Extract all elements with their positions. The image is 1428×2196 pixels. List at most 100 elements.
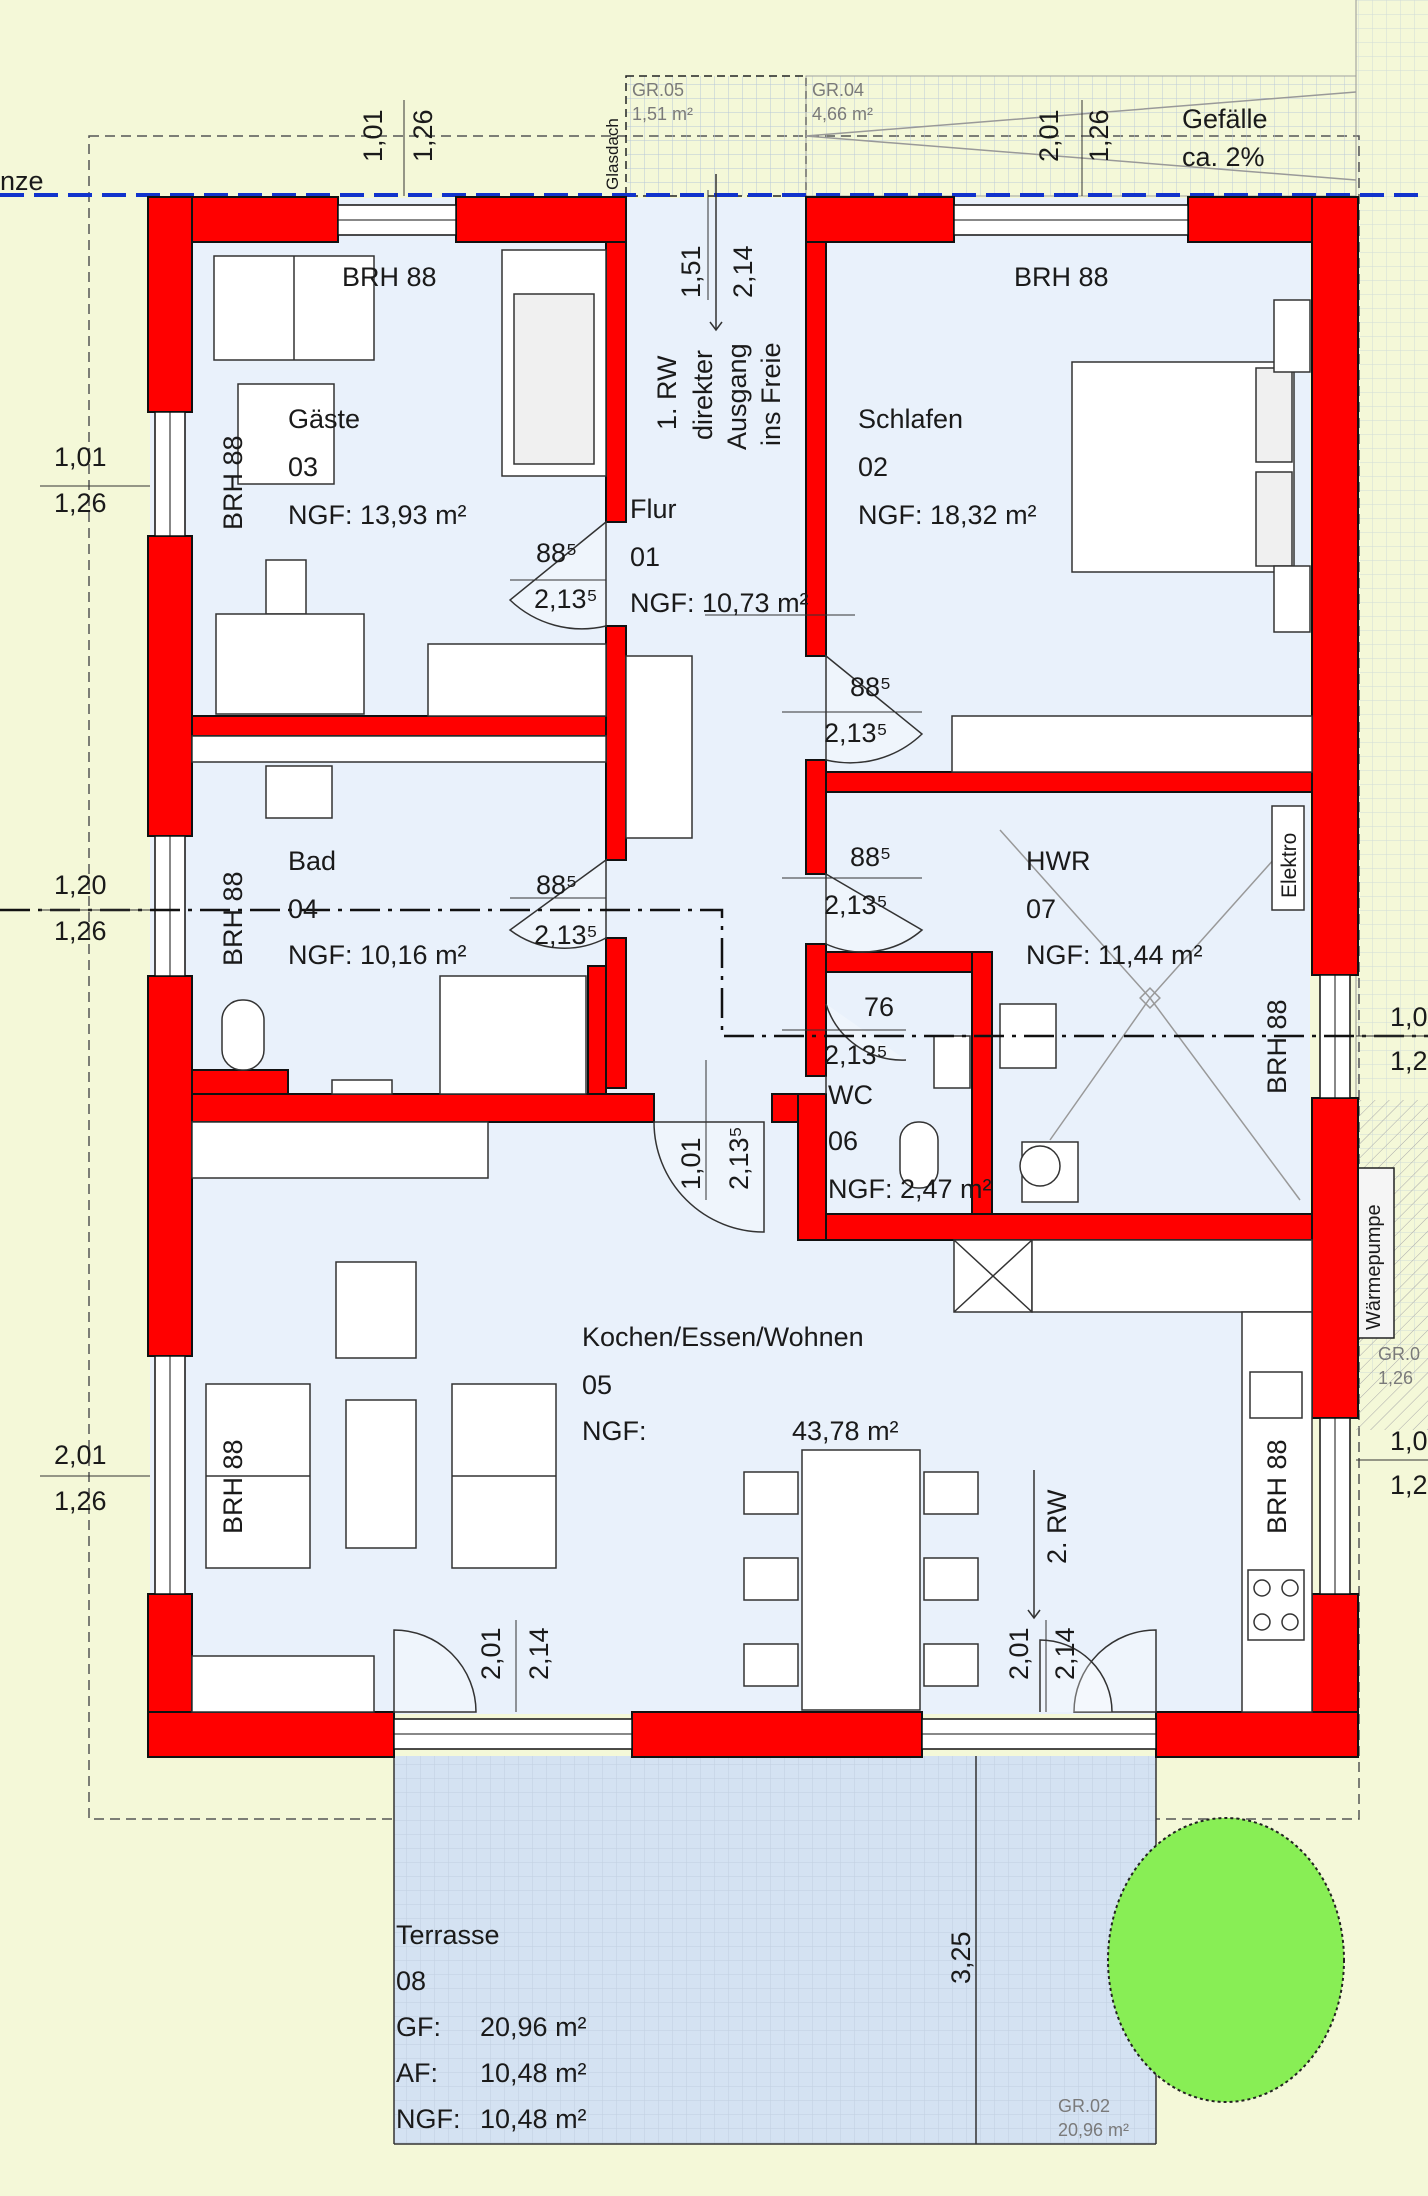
terrace-ngf-value: 10,48 m²	[480, 2104, 587, 2134]
bedroom-number: 02	[858, 452, 888, 482]
door-entrance-h: 2,14	[728, 245, 758, 298]
gr0x-label: GR.0	[1378, 1344, 1420, 1364]
door-guest-h: 2,13⁵	[534, 584, 598, 614]
win-right-utility-b: 1,2	[1390, 1046, 1428, 1076]
border-label: nze	[0, 166, 44, 196]
bedroom-area: NGF: 18,32 m²	[858, 500, 1037, 530]
win-left-bath-b: 1,26	[54, 916, 107, 946]
electric-box	[1271, 805, 1305, 911]
terrace-ngf-key: NGF:	[396, 2104, 461, 2134]
guest-brh-side: BRH 88	[218, 435, 248, 530]
gr04-area: 4,66 m²	[812, 104, 873, 124]
terrace-name: Terrasse	[396, 1920, 500, 1950]
door-swings	[393, 520, 1157, 1713]
guest-number: 03	[288, 452, 318, 482]
utility-number: 07	[1026, 894, 1056, 924]
slope-label: Gefälle	[1182, 104, 1268, 134]
gr02-label: GR.02	[1058, 2096, 1110, 2116]
door-living-h: 2,13⁵	[724, 1126, 754, 1190]
living-area-value: 43,78 m²	[792, 1416, 899, 1446]
door-bedroom-h: 2,13⁵	[824, 718, 888, 748]
hall-number: 01	[630, 542, 660, 572]
door-wc-h: 2,13⁵	[824, 1040, 888, 1070]
furniture	[191, 249, 1313, 1713]
bedroom-brh: BRH 88	[1014, 262, 1109, 292]
living-area-key: NGF:	[582, 1416, 647, 1446]
wc-number: 06	[828, 1126, 858, 1156]
slope-arrow-lines	[805, 91, 1357, 181]
door-wc-w: 76	[864, 992, 894, 1022]
labels: BRH 88 BRH 88 Gäste 03 NGF: 13,93 m² Flu…	[0, 80, 1428, 2140]
slope-value: ca. 2%	[1182, 142, 1265, 172]
win-top-left-b: 1,26	[408, 109, 438, 162]
win-right-living-a: 1,0	[1390, 1426, 1428, 1456]
bath-number: 04	[288, 894, 318, 924]
gr02-area: 20,96 m²	[1058, 2120, 1129, 2140]
win-top-right-b: 1,26	[1084, 109, 1114, 162]
door-bath-h: 2,13⁵	[534, 920, 598, 950]
escape-exit: Ausgang	[722, 343, 752, 450]
escape-route-1: 1. RW	[652, 355, 682, 430]
win-bottom-right-b: 2,14	[1050, 1627, 1080, 1680]
bath-area: NGF: 10,16 m²	[288, 940, 467, 970]
walls	[147, 196, 1359, 1758]
living-name: Kochen/Essen/Wohnen	[582, 1322, 864, 1352]
living-brh-left: BRH 88	[218, 1439, 248, 1534]
terrace-af-value: 10,48 m²	[480, 2058, 587, 2088]
door-guest-w: 88⁵	[536, 538, 577, 568]
win-left-living-a: 2,01	[54, 1440, 107, 1470]
escape-route-2: 2. RW	[1042, 1489, 1072, 1564]
terrace-af-key: AF:	[396, 2058, 438, 2088]
wc-area: NGF: 2,47 m²	[828, 1174, 992, 1204]
hall-name: Flur	[630, 494, 677, 524]
win-top-left-a: 1,01	[358, 109, 388, 162]
terrace-gf-value: 20,96 m²	[480, 2012, 587, 2042]
door-bedroom-w: 88⁵	[850, 672, 891, 702]
escape-direct: direkter	[688, 350, 718, 440]
guest-brh: BRH 88	[342, 262, 437, 292]
glass-roof-label: Glasdach	[603, 118, 622, 190]
bedroom-name: Schlafen	[858, 404, 963, 434]
terrace-depth: 3,25	[946, 1931, 976, 1984]
win-left-guest-a: 1,01	[54, 442, 107, 472]
hall-area: NGF: 10,73 m²	[630, 588, 809, 618]
door-entrance-w: 1,51	[676, 245, 706, 298]
electric-label: Elektro	[1278, 833, 1301, 898]
utility-name: HWR	[1026, 846, 1090, 876]
terrace-gf-key: GF:	[396, 2012, 441, 2042]
door-utility-h: 2,13⁵	[824, 890, 888, 920]
living-brh-right: BRH 88	[1262, 1439, 1292, 1534]
utility-area: NGF: 11,44 m²	[1026, 940, 1203, 970]
guest-area: NGF: 13,93 m²	[288, 500, 467, 530]
win-right-utility-a: 1,0	[1390, 1002, 1428, 1032]
terrace-number: 08	[396, 1966, 426, 1996]
win-top-right-a: 2,01	[1034, 109, 1064, 162]
living-number: 05	[582, 1370, 612, 1400]
gr05-label: GR.05	[632, 80, 684, 100]
escape-outside: ins Freie	[756, 342, 786, 446]
win-left-bath-a: 1,20	[54, 870, 107, 900]
gr05-area: 1,51 m²	[632, 104, 693, 124]
win-bottom-left-b: 2,14	[524, 1627, 554, 1680]
bath-name: Bad	[288, 846, 336, 876]
win-bottom-left-a: 2,01	[476, 1627, 506, 1680]
utility-brh-side: BRH 88	[1262, 999, 1292, 1094]
tree	[1107, 1817, 1345, 2103]
door-utility-w: 88⁵	[850, 842, 891, 872]
guest-name: Gäste	[288, 404, 360, 434]
win-right-living-b: 1,2	[1390, 1470, 1428, 1500]
gr04-label: GR.04	[812, 80, 864, 100]
door-living-w: 1,01	[676, 1137, 706, 1190]
chimney-icon	[953, 1239, 1033, 1313]
wc-name: WC	[828, 1080, 873, 1110]
win-left-living-b: 1,26	[54, 1486, 107, 1516]
heat-pump-label: Wärmepumpe	[1363, 1204, 1385, 1330]
gr0x-val: 1,26	[1378, 1368, 1413, 1388]
area-gr04	[805, 75, 1357, 197]
door-bath-w: 88⁵	[536, 870, 577, 900]
win-left-guest-b: 1,26	[54, 488, 107, 518]
bath-brh-side: BRH 88	[218, 871, 248, 966]
heat-pump-unit	[1353, 1167, 1395, 1339]
win-bottom-right-a: 2,01	[1004, 1627, 1034, 1680]
